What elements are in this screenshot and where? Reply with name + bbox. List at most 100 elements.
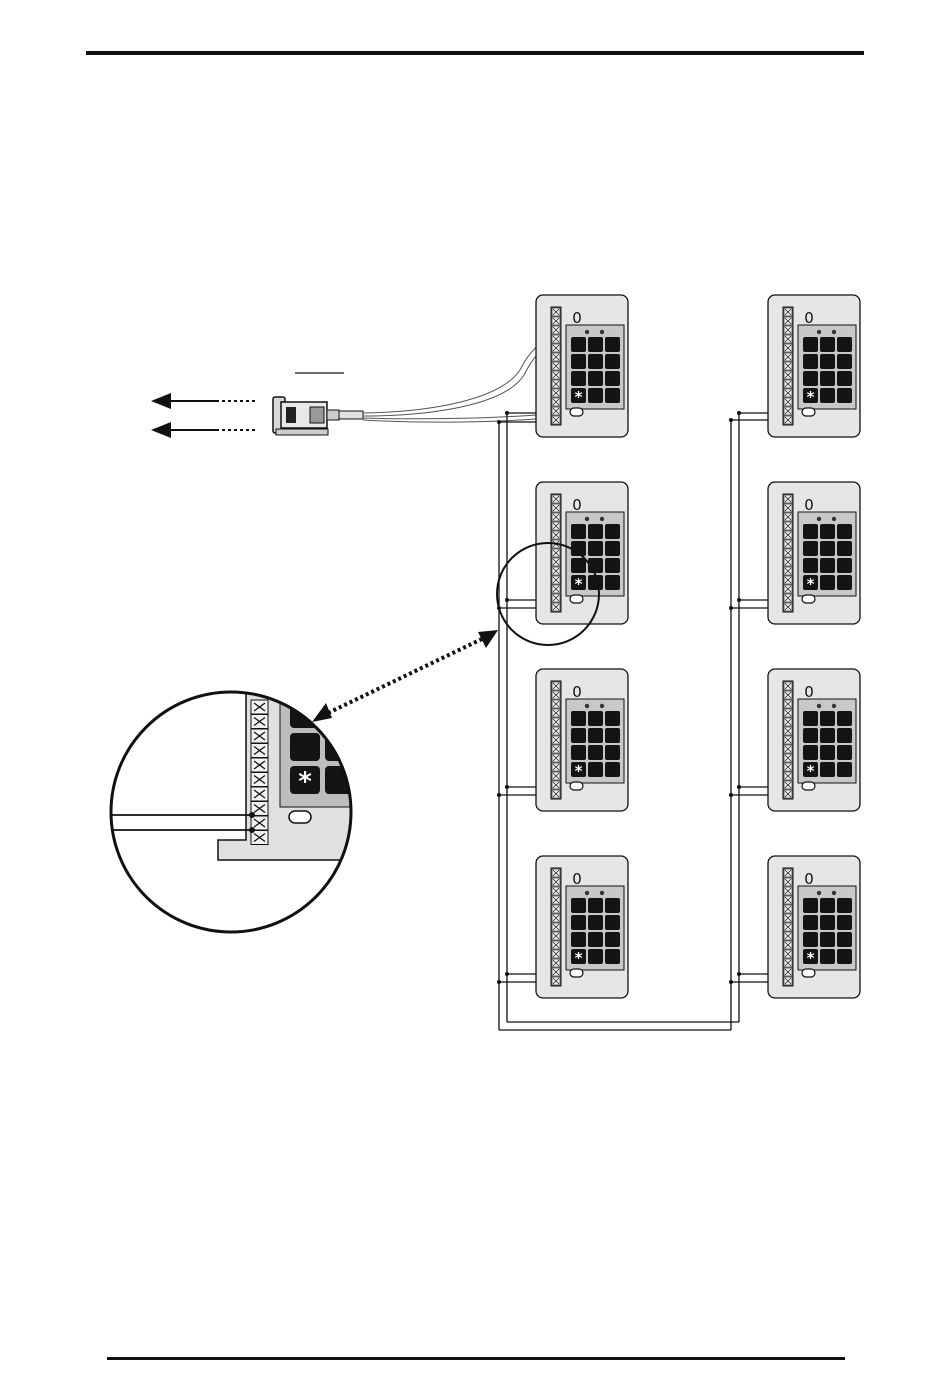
keypad-key	[605, 915, 620, 930]
keypad-key	[571, 524, 586, 539]
keypad-key	[571, 558, 586, 573]
keypad-key	[820, 915, 835, 930]
keypad-units: 0*0*0*0*0*0*0*0*	[536, 295, 860, 998]
keypad-key	[571, 354, 586, 369]
output-arrows	[153, 401, 258, 430]
keypad-key	[837, 932, 852, 947]
keypad-key	[837, 575, 852, 590]
keypad-key	[820, 898, 835, 913]
keypad-key	[820, 337, 835, 352]
keypad-key	[803, 524, 818, 539]
keypad-key	[803, 932, 818, 947]
star-key: *	[807, 575, 815, 593]
keypad-key	[820, 932, 835, 947]
keypad-unit-3: 0*	[536, 669, 628, 811]
keypad-key	[588, 915, 603, 930]
keypad-key	[837, 949, 852, 964]
keypad-key	[837, 898, 852, 913]
star-key: *	[807, 949, 815, 967]
star-key: *	[575, 762, 583, 780]
keypad-key	[605, 949, 620, 964]
keypad-key	[571, 898, 586, 913]
keypad-key	[803, 711, 818, 726]
star-key: *	[575, 388, 583, 406]
keypad-key	[588, 541, 603, 556]
keypad-key	[605, 575, 620, 590]
led-indicator: 0	[572, 309, 582, 327]
keypad-key	[588, 762, 603, 777]
keypad-key	[605, 337, 620, 352]
keypad-key	[837, 915, 852, 930]
keypad-key	[588, 728, 603, 743]
keypad-key	[803, 337, 818, 352]
zoom-star-key: *	[298, 767, 312, 797]
keypad-key	[588, 745, 603, 760]
keypad-key	[837, 762, 852, 777]
keypad-key	[571, 371, 586, 386]
keypad-key	[837, 371, 852, 386]
terminal-strip	[783, 494, 793, 612]
keypad-key	[803, 354, 818, 369]
led-indicator: 0	[572, 496, 582, 514]
keypad-key	[837, 541, 852, 556]
star-key: *	[575, 575, 583, 593]
keypad-key	[605, 388, 620, 403]
keypad-key	[571, 932, 586, 947]
keypad-unit-6: 0*	[768, 482, 860, 624]
keypad-key	[803, 541, 818, 556]
keypad-key	[605, 932, 620, 947]
keypad-key	[605, 728, 620, 743]
keypad-key	[820, 371, 835, 386]
keypad-key	[571, 745, 586, 760]
led-indicator: 0	[804, 870, 814, 888]
keypad-key	[803, 728, 818, 743]
serial-connector	[273, 397, 363, 435]
zoom-detail: *	[100, 690, 360, 940]
keypad-key	[571, 728, 586, 743]
keypad-key	[820, 711, 835, 726]
keypad-key	[571, 915, 586, 930]
keypad-key	[588, 354, 603, 369]
keypad-key	[605, 745, 620, 760]
keypad-key	[803, 745, 818, 760]
keypad-key	[588, 949, 603, 964]
keypad-key	[837, 745, 852, 760]
terminal-strip	[783, 868, 793, 986]
keypad-key	[605, 762, 620, 777]
led-indicator: 0	[572, 870, 582, 888]
keypad-key	[605, 524, 620, 539]
keypad-key	[820, 762, 835, 777]
terminal-strip	[551, 868, 561, 986]
keypad-unit-5: 0*	[768, 295, 860, 437]
keypad-key	[837, 388, 852, 403]
status-led	[802, 595, 815, 603]
led-indicator: 0	[804, 496, 814, 514]
keypad-key	[588, 371, 603, 386]
star-key: *	[807, 762, 815, 780]
keypad-key	[837, 711, 852, 726]
keypad-key	[803, 558, 818, 573]
terminal-strip	[551, 681, 561, 799]
led-indicator: 0	[572, 683, 582, 701]
led-indicator: 0	[804, 683, 814, 701]
keypad-key	[605, 371, 620, 386]
keypad-key	[820, 575, 835, 590]
status-led	[570, 408, 583, 416]
keypad-key	[803, 371, 818, 386]
keypad-key	[820, 745, 835, 760]
keypad-key	[820, 388, 835, 403]
led-indicator: 0	[804, 309, 814, 327]
status-led	[802, 782, 815, 790]
keypad-key	[588, 932, 603, 947]
keypad-key	[605, 541, 620, 556]
keypad-key	[571, 337, 586, 352]
status-led	[802, 408, 815, 416]
status-led	[802, 969, 815, 977]
keypad-key	[820, 354, 835, 369]
keypad-key	[820, 524, 835, 539]
zoom-arrow	[312, 630, 498, 722]
status-led	[570, 969, 583, 977]
keypad-key	[605, 898, 620, 913]
connector-cable	[363, 340, 552, 422]
keypad-key	[837, 728, 852, 743]
